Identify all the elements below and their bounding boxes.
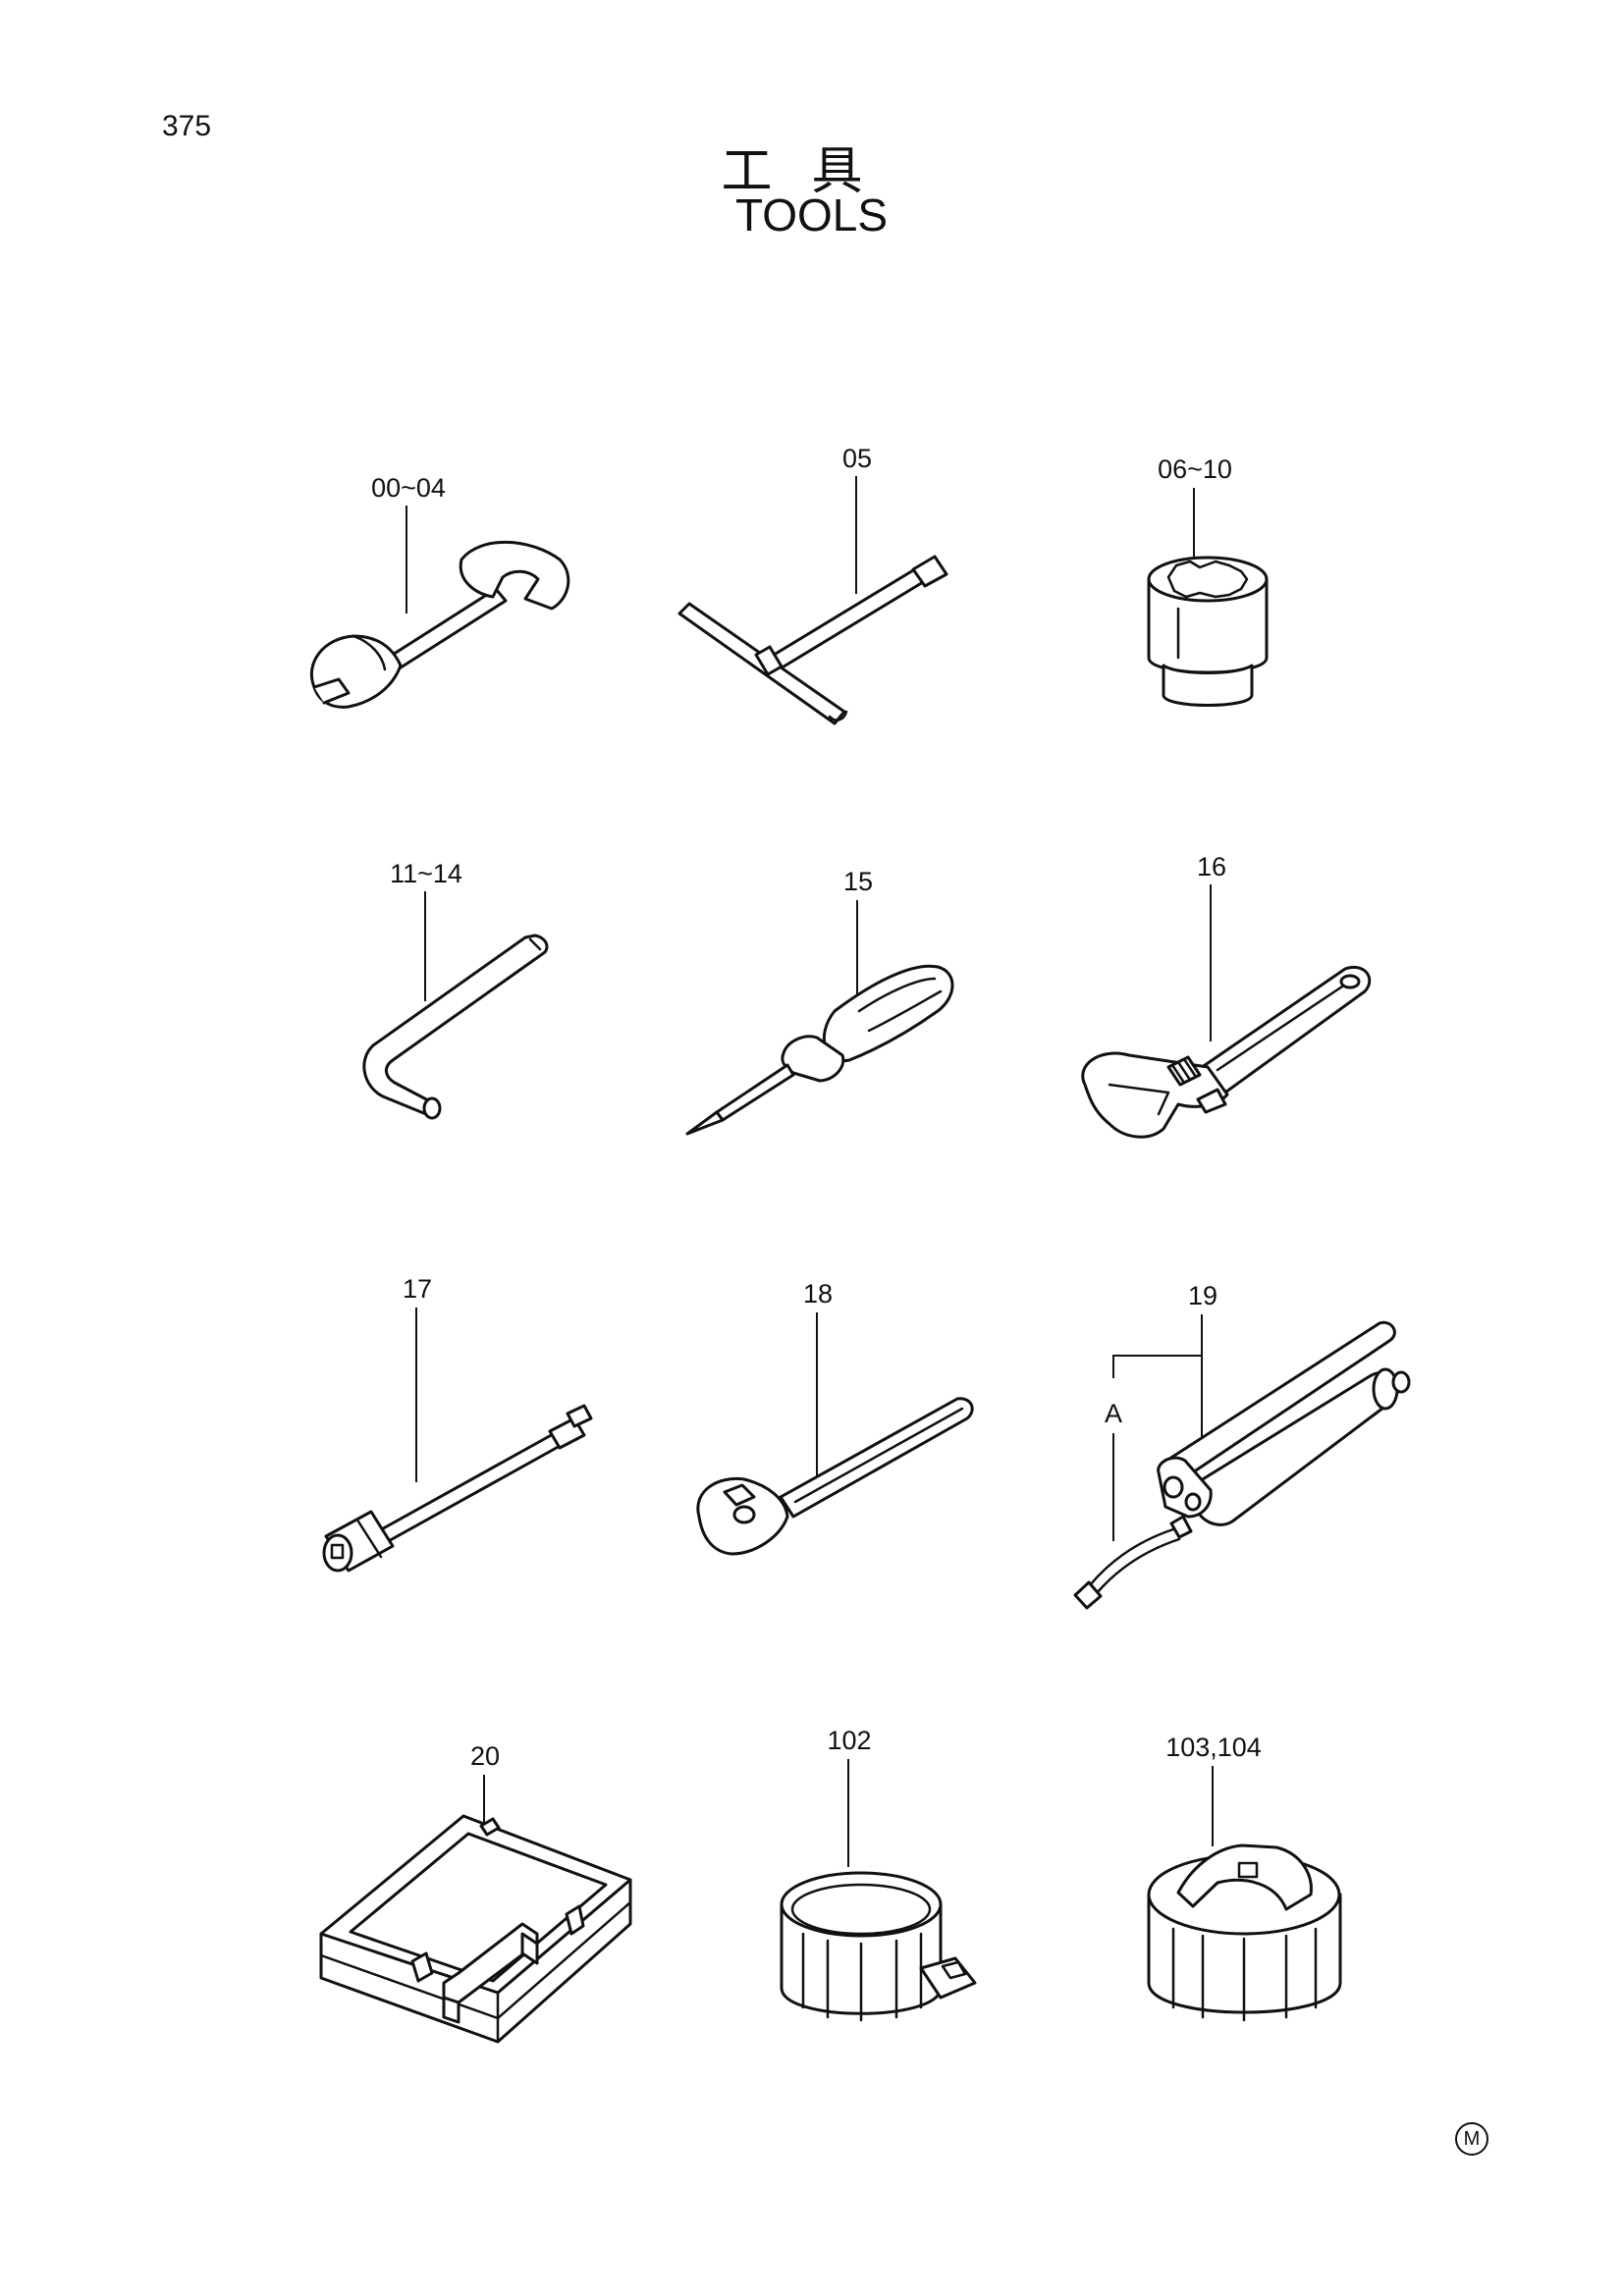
part-label-19: 19 <box>1187 1281 1218 1310</box>
part-label-17: 17 <box>402 1274 433 1304</box>
leader-line <box>1201 1314 1203 1462</box>
callout-line <box>1112 1355 1114 1378</box>
leader-line <box>415 1308 417 1482</box>
callout-line <box>1112 1355 1201 1357</box>
part-label-05: 05 <box>841 444 873 473</box>
part-label-16: 16 <box>1196 852 1227 881</box>
filter-wrench-cap-icon <box>1139 1836 1350 2032</box>
part-label-20: 20 <box>469 1741 501 1771</box>
page-number: 375 <box>162 110 212 142</box>
part-label-102: 102 <box>827 1726 872 1755</box>
hex-key-icon <box>344 928 560 1124</box>
leader-line <box>1212 1766 1214 1846</box>
part-label-00-04: 00~04 <box>371 473 446 503</box>
page-title-japanese: 工具 <box>721 142 902 201</box>
part-label-06-10: 06~10 <box>1158 454 1232 484</box>
tool-box-icon <box>316 1806 640 2047</box>
socket-icon <box>1139 550 1276 717</box>
part-label-18: 18 <box>802 1279 834 1308</box>
t-handle-box-wrench-icon <box>668 545 962 741</box>
leader-line <box>424 891 426 1001</box>
open-end-wrench-icon <box>295 520 589 726</box>
ratchet-handle-icon <box>687 1389 982 1575</box>
leader-line <box>483 1775 485 1836</box>
leader-line <box>847 1759 849 1867</box>
leader-line <box>855 476 857 594</box>
leader-line <box>1210 884 1212 1041</box>
part-label-11-14: 11~14 <box>390 859 462 888</box>
registered-mark: M <box>1455 2122 1488 2156</box>
leader-line <box>816 1312 818 1491</box>
callout-label-a: A <box>1104 1399 1122 1428</box>
page-title: TOOLS <box>734 189 889 240</box>
extension-bar-icon <box>314 1384 599 1580</box>
filter-wrench-band-icon <box>774 1860 985 2032</box>
leader-line <box>406 506 407 614</box>
leader-line <box>1193 488 1195 564</box>
grease-gun-icon <box>1036 1315 1429 1639</box>
leader-line <box>856 900 858 1006</box>
adjustable-wrench-icon <box>1070 957 1380 1144</box>
part-label-15: 15 <box>842 867 874 896</box>
callout-line <box>1112 1433 1114 1541</box>
screwdriver-icon <box>677 957 962 1139</box>
part-label-103-104: 103,104 <box>1165 1733 1262 1762</box>
